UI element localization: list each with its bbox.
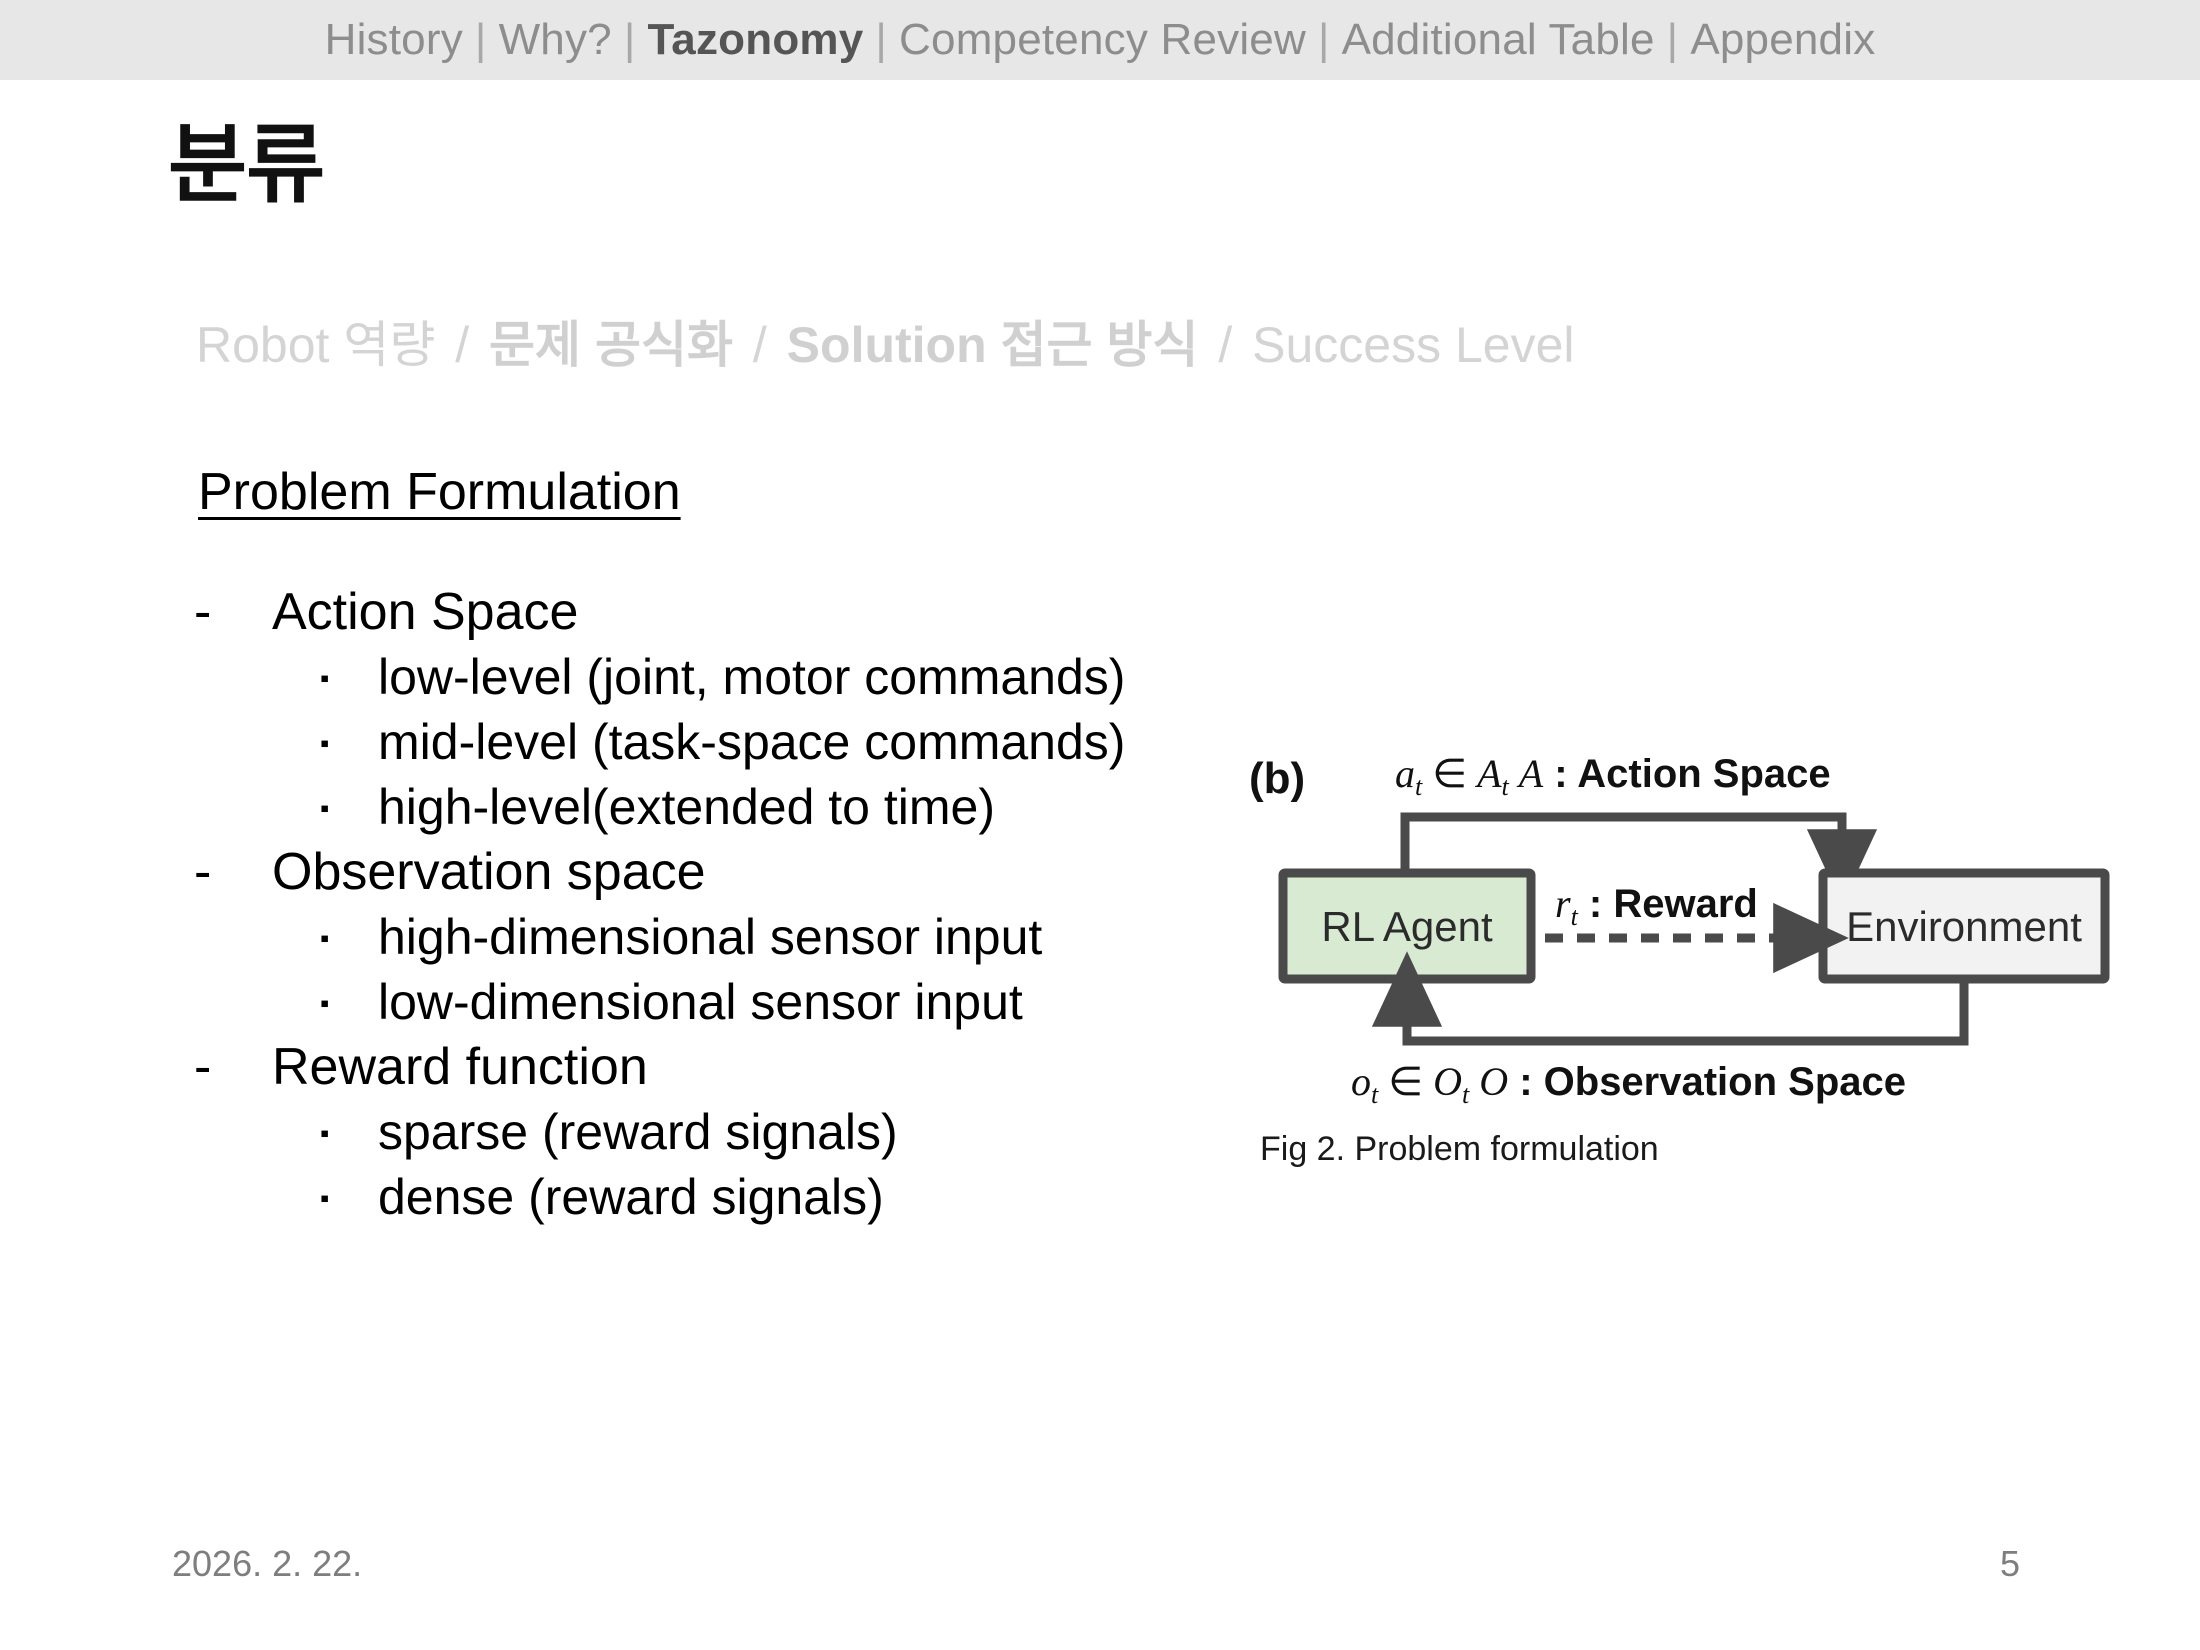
- nav-separator: |: [474, 15, 487, 64]
- action-flow-arrow: [1400, 812, 1878, 905]
- rl-agent-label: RL Agent: [1321, 903, 1493, 950]
- bullet-level1: - Reward function: [190, 1035, 1240, 1100]
- nav-item-history[interactable]: History: [324, 15, 463, 64]
- bullet-level2: ▪ low-dimensional sensor input: [190, 970, 1240, 1035]
- top-nav-bar: History | Why? | Tazonomy | Competency R…: [0, 0, 2200, 80]
- footer-page-number: 5: [2000, 1543, 2021, 1584]
- square-bullet-icon: ▪: [320, 1118, 330, 1148]
- bullet-level2-label: high-dimensional sensor input: [378, 909, 1043, 965]
- section-heading: Problem Formulation: [198, 463, 681, 521]
- square-bullet-icon: ▪: [320, 663, 330, 693]
- nav-separator: |: [1666, 15, 1679, 64]
- footer-date: 2026. 2. 22.: [172, 1543, 363, 1584]
- figure-reward-label: rt : Reward: [1555, 881, 1758, 931]
- bullet-level1-label: Observation space: [272, 843, 706, 901]
- bullet-level2: ▪ sparse (reward signals): [190, 1100, 1240, 1165]
- square-bullet-icon: ▪: [320, 988, 330, 1018]
- rl-loop-diagram: (b) at ∈ At A : Action Space RL Agent En…: [1249, 751, 2110, 1109]
- nav-item-competency-review[interactable]: Competency Review: [899, 15, 1306, 64]
- bullet-group-observation-space: - Observation space ▪ high-dimensional s…: [190, 840, 1240, 1035]
- bullet-level2-label: sparse (reward signals): [378, 1104, 898, 1160]
- nav-item-tazonomy[interactable]: Tazonomy: [647, 15, 864, 64]
- bullet-level2: ▪ low-level (joint, motor commands): [190, 645, 1240, 710]
- breadcrumb-slash: /: [455, 317, 470, 373]
- bullet-level2: ▪ mid-level (task-space commands): [190, 710, 1240, 775]
- bullet-level1-label: Action Space: [272, 583, 579, 641]
- breadcrumb: Robot 역량 / 문제 공식화 / Solution 접근 방식 / Suc…: [196, 318, 1575, 373]
- figure-problem-formulation: (b) at ∈ At A : Action Space RL Agent En…: [1245, 745, 2145, 1168]
- bullet-level2-label: high-level(extended to time): [378, 779, 995, 835]
- figure-caption: Fig 2. Problem formulation: [1260, 1130, 1659, 1168]
- bullet-level1: - Observation space: [190, 840, 1240, 905]
- bullet-level1: - Action Space: [190, 580, 1240, 645]
- page-title: 분류: [168, 117, 325, 213]
- observation-flow-arrow: [1371, 951, 1969, 1046]
- breadcrumb-segment-success-level: Success Level: [1252, 317, 1575, 373]
- nav-separator: |: [623, 15, 636, 64]
- breadcrumb-segment-solution-approach: Solution 접근 방식: [786, 317, 1199, 373]
- breadcrumb-segment-robot-capability: Robot 역량: [196, 317, 436, 373]
- nav-separator: |: [1317, 15, 1330, 64]
- square-bullet-icon: ▪: [320, 793, 330, 823]
- dash-marker-icon: -: [194, 843, 212, 901]
- breadcrumb-slash: /: [752, 317, 767, 373]
- square-bullet-icon: ▪: [320, 728, 330, 758]
- nav-item-why[interactable]: Why?: [498, 15, 612, 64]
- nav-separator: |: [875, 15, 888, 64]
- bullet-level2-label: dense (reward signals): [378, 1169, 884, 1225]
- bullet-list: - Action Space ▪ low-level (joint, motor…: [190, 580, 1240, 1230]
- environment-label: Environment: [1846, 903, 2082, 950]
- square-bullet-icon: ▪: [320, 1183, 330, 1213]
- figure-panel-label: (b): [1249, 754, 1305, 803]
- square-bullet-icon: ▪: [320, 923, 330, 953]
- bullet-group-action-space: - Action Space ▪ low-level (joint, motor…: [190, 580, 1240, 840]
- bullet-level2: ▪ dense (reward signals): [190, 1165, 1240, 1230]
- nav-item-additional-table[interactable]: Additional Table: [1341, 15, 1655, 64]
- bullet-level2-label: low-level (joint, motor commands): [378, 649, 1126, 705]
- nav-items: History | Why? | Tazonomy | Competency R…: [325, 15, 1876, 65]
- dash-marker-icon: -: [194, 1038, 212, 1096]
- breadcrumb-segment-problem-formulation: 문제 공식화: [489, 317, 733, 373]
- nav-item-appendix[interactable]: Appendix: [1690, 15, 1876, 64]
- bullet-level2: ▪ high-level(extended to time): [190, 775, 1240, 840]
- bullet-level1-label: Reward function: [272, 1038, 648, 1096]
- bullet-level2-label: mid-level (task-space commands): [378, 714, 1126, 770]
- bullet-level2: ▪ high-dimensional sensor input: [190, 905, 1240, 970]
- figure-top-label: at ∈ At A : Action Space: [1395, 751, 1831, 801]
- bullet-group-reward-function: - Reward function ▪ sparse (reward signa…: [190, 1035, 1240, 1230]
- breadcrumb-slash: /: [1218, 317, 1233, 373]
- dash-marker-icon: -: [194, 583, 212, 641]
- bullet-level2-label: low-dimensional sensor input: [378, 974, 1023, 1030]
- figure-bottom-label: ot ∈ Ot O : Observation Space: [1351, 1059, 1906, 1109]
